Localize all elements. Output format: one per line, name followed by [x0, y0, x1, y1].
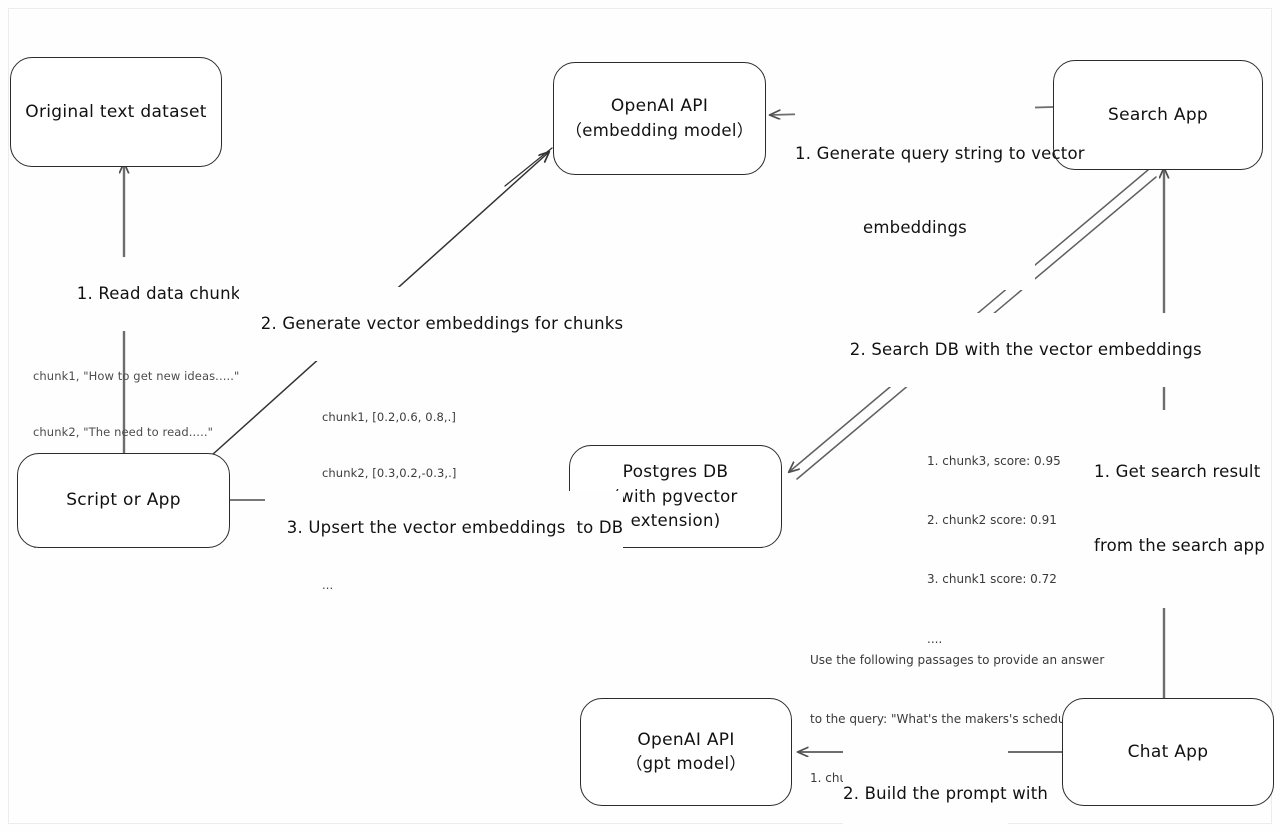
node-title: Original text dataset	[25, 101, 207, 122]
annotation-prompt-block: Use the following passages to provide an…	[810, 652, 1105, 832]
edge-label-read-data-chunks: 1. Read data chunks	[55, 257, 250, 332]
node-title: Postgres DB	[622, 462, 729, 483]
node-subtitle: （gpt model）	[625, 754, 747, 774]
node-original-text-dataset[interactable]: Original text dataset	[10, 57, 222, 167]
edge-label-build-prompt: 2. Build the prompt with search result	[843, 732, 1048, 832]
node-openai-embedding-api[interactable]: OpenAI API （embedding model）	[553, 62, 766, 175]
node-script-or-app[interactable]: Script or App	[17, 453, 230, 548]
node-search-app[interactable]: Search App	[1053, 60, 1263, 170]
node-subtitle: (with pgvector extension)	[613, 486, 738, 530]
edge-label-upsert-to-db: 3. Upsert the vector embeddings to DB	[265, 491, 624, 566]
node-openai-gpt-api[interactable]: OpenAI API （gpt model）	[580, 698, 792, 806]
node-title: OpenAI API	[610, 96, 709, 117]
annotation-search-results: 1. chunk3, score: 0.95 2. chunk2 score: …	[927, 453, 1061, 646]
edge-label-generate-query-embeddings: 1. Generate query string to vector embed…	[795, 92, 1085, 290]
node-title: Search App	[1107, 104, 1209, 125]
node-subtitle: （embedding model）	[565, 120, 754, 140]
edge-label-generate-vector-embeddings: 2. Generate vector embeddings for chunks	[239, 287, 624, 362]
edge-label-get-search-result: 1. Get search result from the search app	[1094, 410, 1265, 608]
node-title: OpenAI API	[637, 729, 735, 750]
node-title: Script or App	[66, 490, 181, 511]
node-chat-app[interactable]: Chat App	[1062, 698, 1274, 806]
node-title: Chat App	[1127, 741, 1209, 762]
edge-label-search-db: 2. Search DB with the vector embeddings	[828, 313, 1202, 388]
